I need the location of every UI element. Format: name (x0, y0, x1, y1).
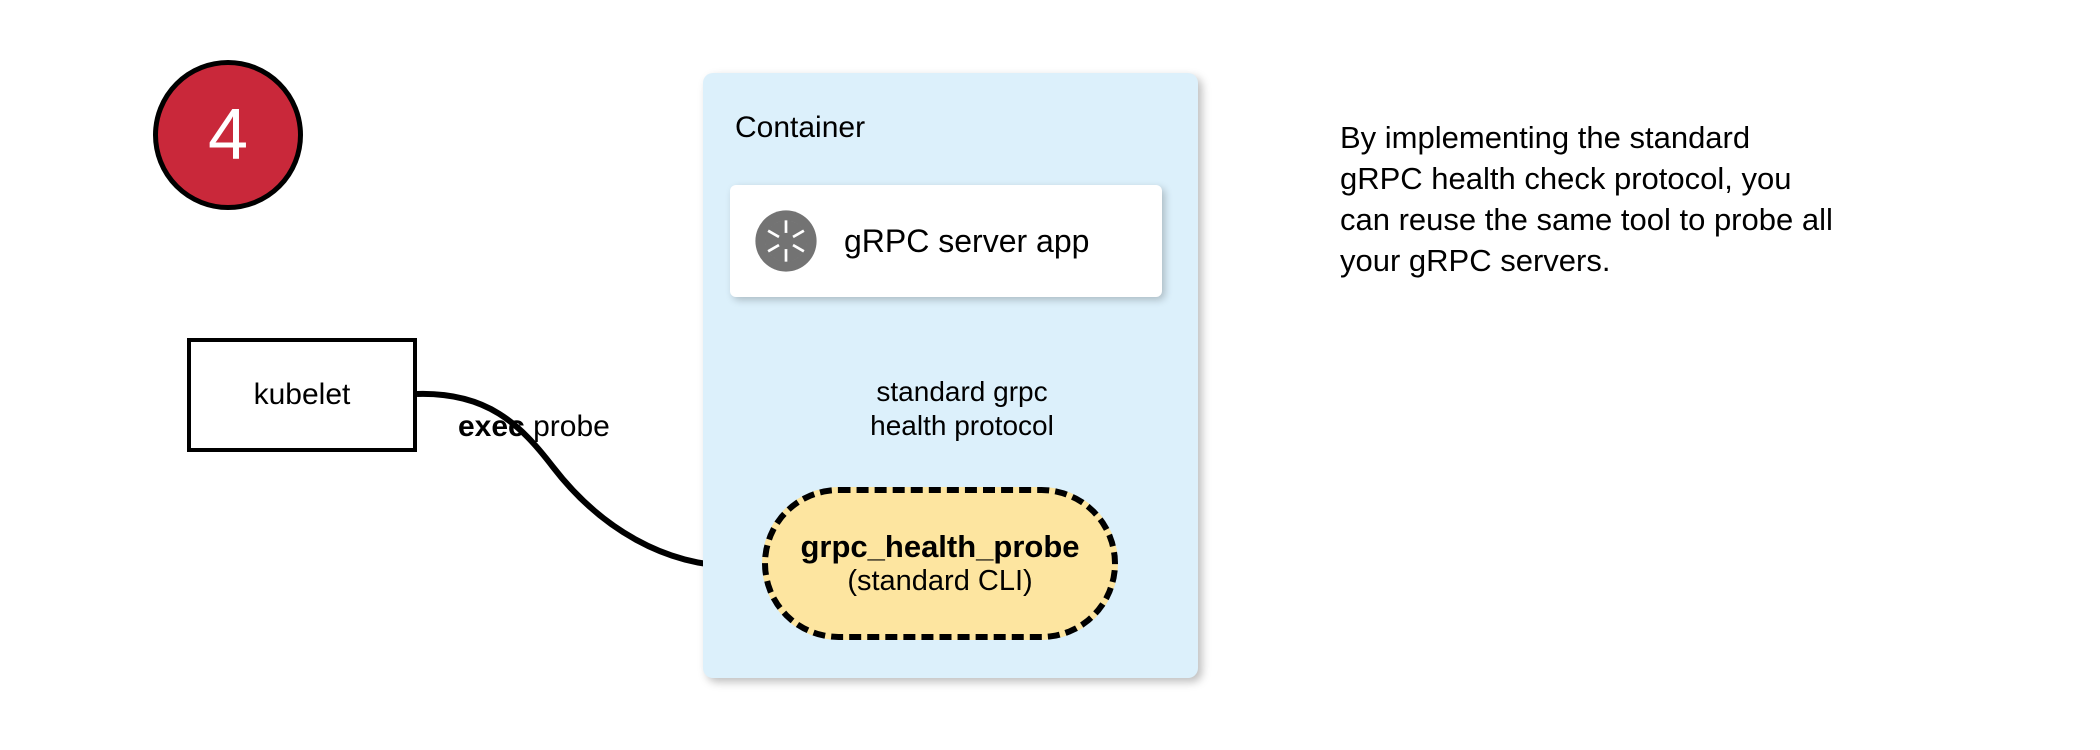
grpc-health-probe-name: grpc_health_probe (800, 529, 1080, 564)
exec-probe-keyword: exec (458, 410, 525, 443)
container-title: Container (735, 111, 866, 144)
protocol-edge-label-line2: health protocol (870, 410, 1054, 442)
kubelet-label: kubelet (253, 378, 351, 411)
grpc-server-app-label: gRPC server app (844, 222, 1090, 259)
annotation-text: By implementing the standard gRPC health… (1340, 118, 1940, 282)
annotation-line-1: By implementing the standard (1340, 120, 1751, 155)
grpc-aperture-icon (755, 210, 817, 272)
annotation-line-4: your gRPC servers. (1340, 242, 1611, 278)
protocol-edge-label: standard grpc health protocol (847, 375, 1077, 443)
kubelet-node: kubelet (187, 338, 417, 452)
step-number-label: 4 (207, 95, 249, 175)
exec-probe-rest: probe (524, 410, 610, 443)
grpc-health-probe-subtitle: (standard CLI) (847, 564, 1033, 597)
annotation-line-2: gRPC health check protocol, you (1340, 160, 1792, 196)
exec-probe-arrow (416, 390, 738, 583)
annotation-line-3: can reuse the same tool to probe all (1340, 201, 1833, 237)
grpc-health-probe-node: grpc_health_probe (standard CLI) (762, 487, 1118, 640)
grpc-server-app-card: gRPC server app (730, 185, 1162, 297)
exec-probe-edge-label: exec probe (452, 408, 616, 446)
protocol-edge-label-line1: standard grpc (876, 376, 1048, 407)
step-number-badge: 4 (153, 60, 303, 210)
